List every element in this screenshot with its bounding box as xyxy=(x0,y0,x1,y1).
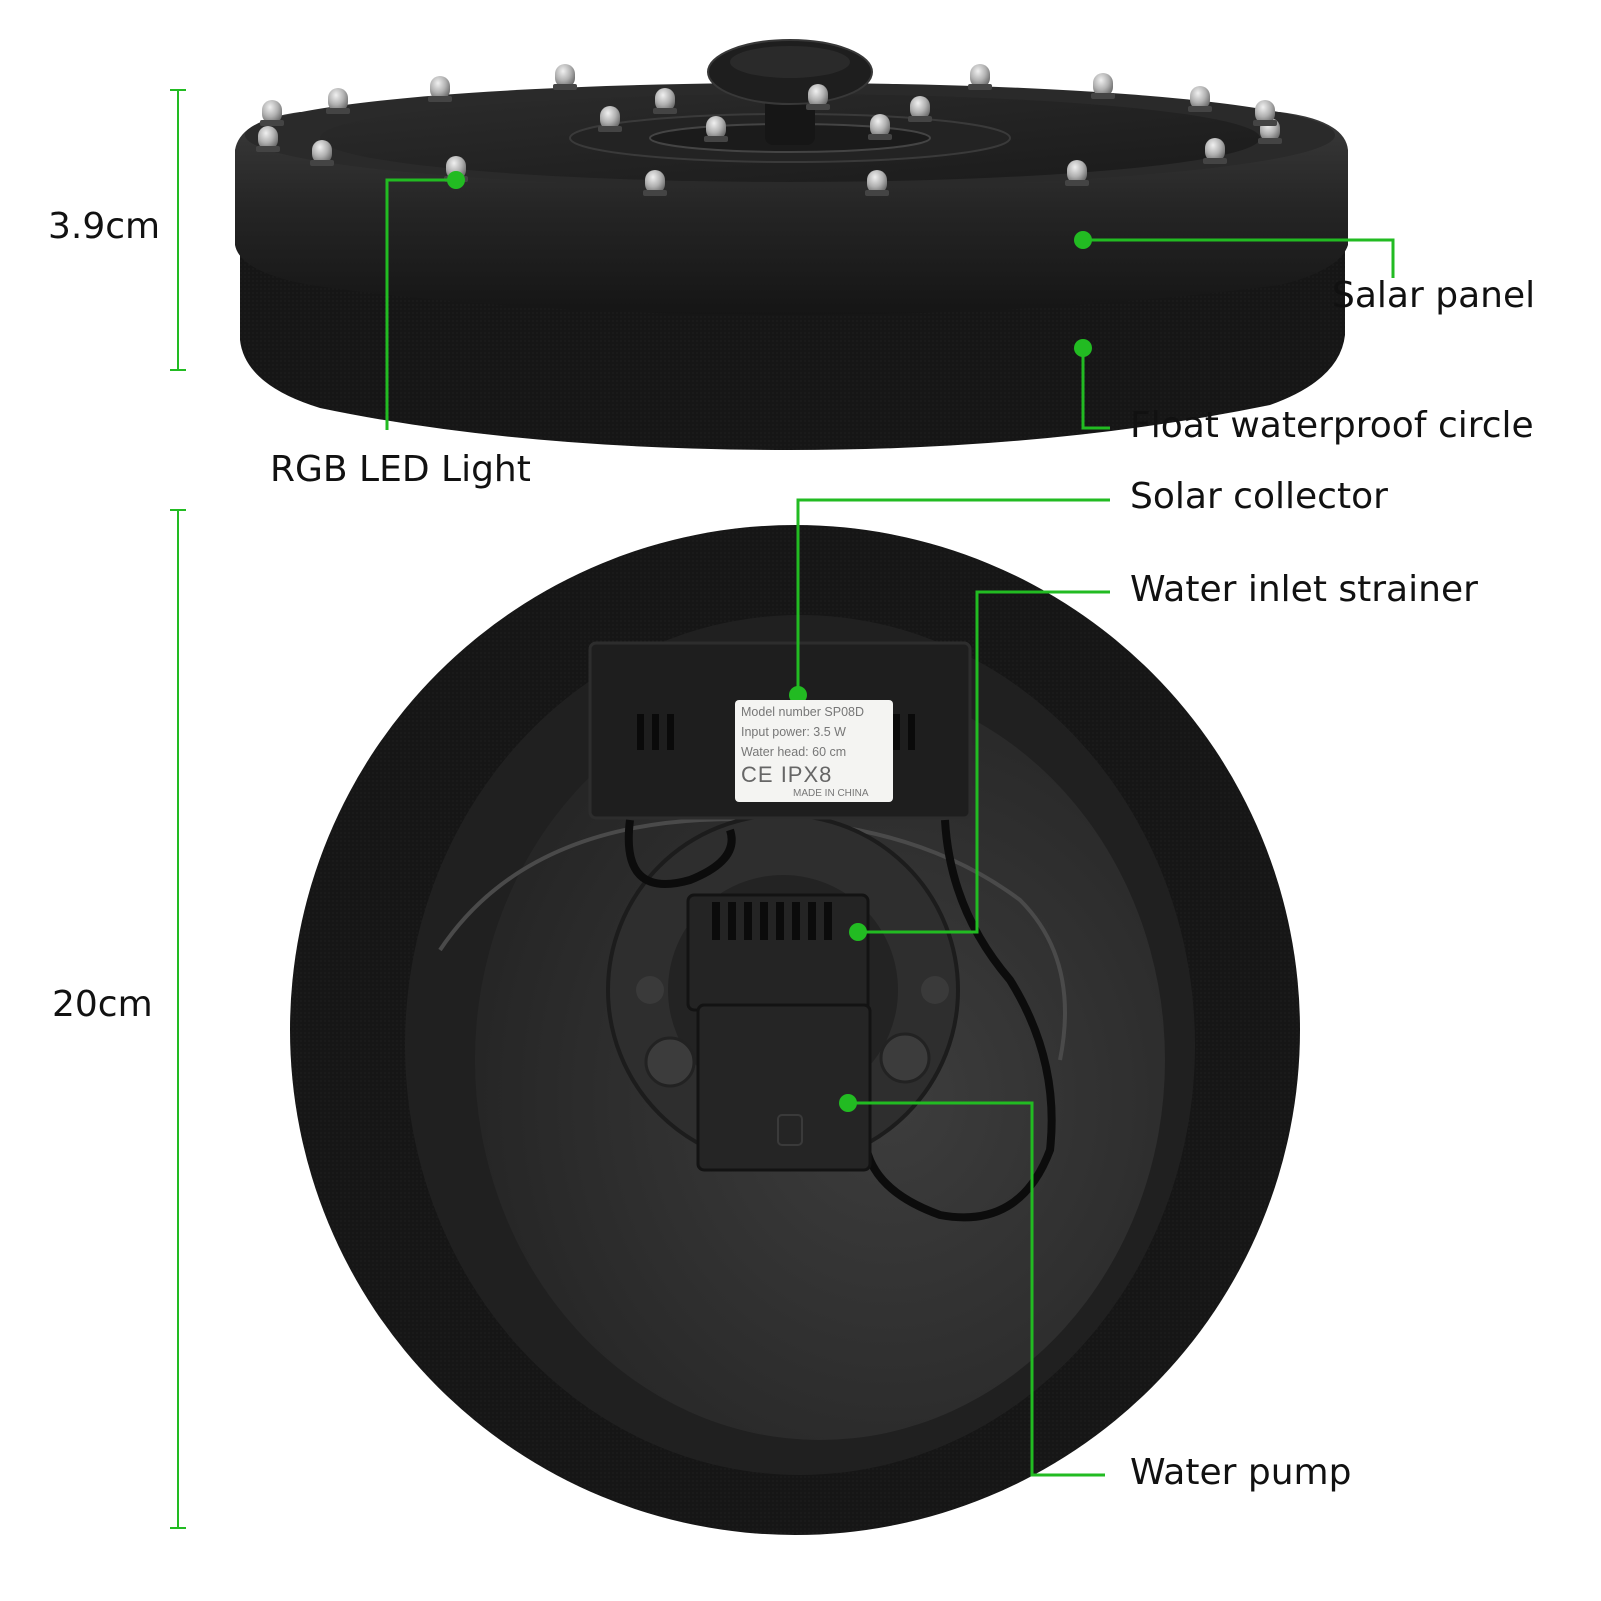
leader-solar-panel xyxy=(1083,238,1395,278)
vent-left xyxy=(637,714,674,750)
led-bulb xyxy=(865,170,889,196)
sticker-model-value: SP08D xyxy=(824,705,864,719)
led-bulb xyxy=(256,126,280,152)
led-bulb xyxy=(1188,86,1212,112)
led-bulb xyxy=(653,88,677,114)
callout-leaders xyxy=(385,178,1395,1477)
product-label-sticker: Model number SP08D Input power: 3.5 W Wa… xyxy=(735,700,893,802)
led-bulb xyxy=(1065,160,1089,186)
sticker-origin: MADE IN CHINA xyxy=(793,788,869,799)
dimension-lines xyxy=(170,89,186,1529)
led-bulb xyxy=(908,96,932,122)
leader-solar-collector xyxy=(796,498,1110,695)
led-bulb xyxy=(428,76,452,102)
height-label-top: 3.9cm xyxy=(48,206,161,247)
fountain-bottom-view xyxy=(290,525,1300,1535)
label-rgb-led: RGB LED Light xyxy=(270,449,531,490)
sticker-model-label: Model number xyxy=(741,705,821,719)
led-bulb xyxy=(260,100,284,126)
sticker-model-row: Model number SP08D xyxy=(741,702,887,722)
sticker-head-value: 60 cm xyxy=(812,745,847,759)
led-bulbs xyxy=(256,64,1282,196)
led-bulb xyxy=(598,106,622,132)
leader-float-circle xyxy=(1081,348,1110,430)
label-water-pump: Water pump xyxy=(1130,1452,1352,1493)
led-bulb xyxy=(1253,100,1277,126)
label-solar-collector: Solar collector xyxy=(1130,476,1388,517)
led-bulb xyxy=(1203,138,1227,164)
strainer-slots xyxy=(712,902,832,940)
callout-dots xyxy=(447,171,1092,1112)
cable xyxy=(861,819,1056,1222)
leader-water-pump xyxy=(848,1101,1105,1477)
ce-mark: CE xyxy=(741,762,774,787)
sticker-head-label: Water head: xyxy=(741,745,809,759)
sticker-cert-row: CE IPX8 xyxy=(741,762,887,788)
led-bulb xyxy=(1091,73,1115,99)
height-label-bottom: 20cm xyxy=(52,984,153,1025)
led-bulb xyxy=(310,140,334,166)
led-bulb xyxy=(326,88,350,114)
led-bulb xyxy=(806,84,830,110)
label-water-inlet: Water inlet strainer xyxy=(1130,569,1478,610)
sticker-head-row: Water head: 60 cm xyxy=(741,742,887,762)
led-bulb xyxy=(704,116,728,142)
label-float-circle: Float waterproof circle xyxy=(1130,405,1534,446)
label-solar-panel: Salar panel xyxy=(1332,275,1536,316)
water-pump-body xyxy=(696,1003,872,1172)
led-bulb xyxy=(968,64,992,90)
led-bulb xyxy=(643,170,667,196)
led-bulb xyxy=(553,64,577,90)
cable xyxy=(624,819,736,888)
sticker-power-label: Input power: xyxy=(741,725,810,739)
sticker-power-value: 3.5 W xyxy=(813,725,846,739)
ip-rating: IPX8 xyxy=(780,762,833,787)
led-bulb xyxy=(868,114,892,140)
leader-water-inlet xyxy=(858,590,1110,934)
sticker-power-row: Input power: 3.5 W xyxy=(741,722,887,742)
leader-rgb-led xyxy=(385,178,456,430)
fountain-side-view xyxy=(235,39,1348,450)
